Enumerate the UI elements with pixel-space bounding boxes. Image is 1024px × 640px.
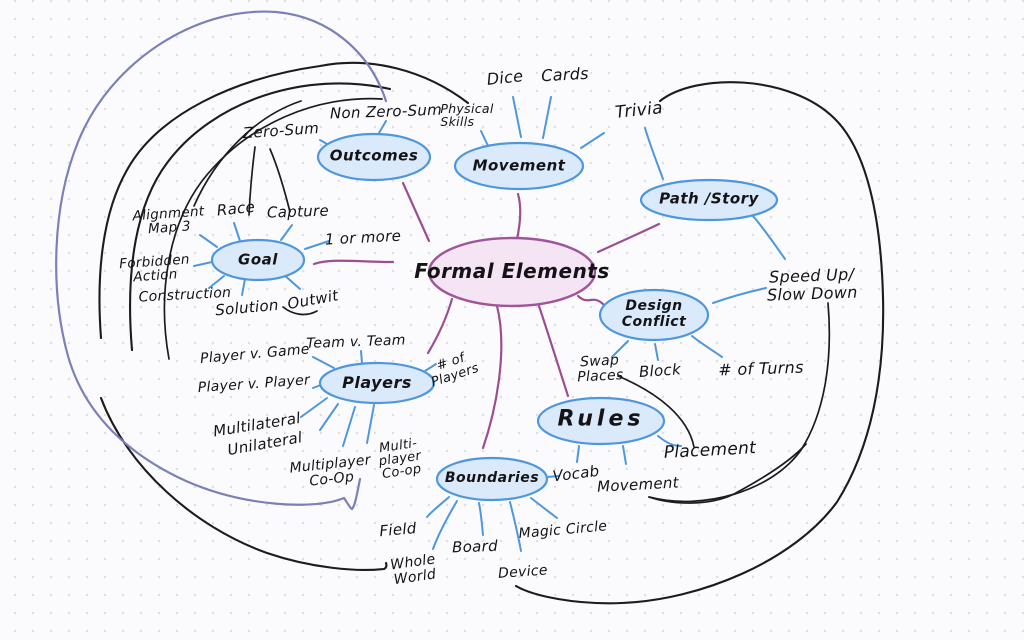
connector-outcomes-nonzerosum [378,120,387,134]
sketch-arc-topleft-1 [98,61,470,340]
connector-rules-vocab [576,445,580,463]
sketch-arc-topleft-2 [129,82,392,352]
slate-loop [55,10,388,506]
connector-center-outcomes [401,181,431,243]
outwit-underline [282,306,318,316]
node-ellipse-outcomes[interactable] [316,132,432,182]
leaf-forbidden-action: Forbidden Action [118,251,191,286]
leaf-whole-world: Whole World [389,551,438,588]
connector-rules-placement [657,435,682,447]
sketch-curve-under-rules [648,443,807,504]
node-ellipse-design-conflict[interactable] [598,288,710,342]
sketch-arc-topleft-3 [163,97,383,360]
connector-boundaries-field [426,496,450,518]
connector-rules-movement [622,445,627,465]
leaf-capture: Capture [266,201,330,222]
connector-goal-race [233,222,241,242]
leaf-block: Block [638,360,682,382]
node-ellipse-movement[interactable] [453,141,585,191]
leaf-field: Field [378,519,418,541]
connector-players-game [312,356,335,369]
zero-sum-capture-line [269,148,291,213]
node-ellipse-players[interactable] [318,361,436,405]
connector-design-speed [712,287,767,304]
connector-players-multilateral [300,397,328,418]
connector-design-swap [611,340,629,358]
connector-boundaries-vocab [546,475,560,478]
node-label-goal[interactable]: Goal [238,250,278,269]
connector-design-block [654,343,659,361]
connector-goal-construction [208,275,225,289]
node-ellipse-path-story[interactable] [639,178,779,222]
connector-boundaries-board [478,502,484,536]
leaf-board: Board [451,536,499,557]
node-label-formal-elements[interactable]: Formal Elements [414,258,610,283]
node-label-outcomes[interactable]: Outcomes [329,146,419,165]
node-ellipse-goal[interactable] [210,238,306,282]
connector-players-numplayers [424,363,437,372]
connector-players-multiplayercoop2 [366,404,375,444]
connector-center-goal [312,259,395,266]
connector-pathstory-speed [752,215,786,260]
connector-center-movement [515,192,522,241]
leaf-alignment-map: Alignment Map 3 [132,203,205,238]
leaf-cards: Cards [540,63,590,86]
connector-center-rules [537,304,570,398]
leaf-swap-places: Swap Places [576,352,624,386]
connector-goal-alignment [199,234,218,248]
connector-players-team [360,350,363,364]
node-label-movement[interactable]: Movement [472,156,566,175]
node-label-design-conflict[interactable]: Design Conflict [621,297,687,330]
leaf-num-turns: # of Turns [717,357,804,380]
connector-goal-solution [241,278,246,296]
leaf-dice: Dice [485,66,525,89]
connector-pathstory-trivia [644,127,664,180]
connector-players-multiplayercoop [342,406,356,447]
connector-goal-forbidden [193,261,213,267]
node-ellipse-rules[interactable] [536,396,666,446]
connector-players-unilateral [319,403,339,431]
connector-center-boundaries [481,304,503,450]
connector-design-turns [691,335,723,358]
node-label-path-story[interactable]: Path /Story [659,189,759,208]
connector-movement-cards [542,96,552,139]
connector-goal-capture [280,224,293,241]
connector-goal-oneormore [304,240,330,250]
node-ellipse-boundaries[interactable] [435,456,549,502]
connector-center-players [426,297,454,355]
connector-movement-dice [512,96,522,138]
zero-sum-race-line [248,146,256,216]
sketch-curve-right-of-rules [617,375,695,448]
slate-loop-hook [342,477,362,511]
leaf-multi-player-coop: Multi- player Co-op [377,436,423,483]
node-ellipse-formal-elements[interactable] [427,236,597,308]
sketch-loop-right [514,81,885,605]
leaf-physical-skills: Physical Skills [440,100,494,129]
node-label-boundaries[interactable]: Boundaries [444,470,540,487]
sketch-curve-bottomleft [99,396,388,571]
connector-movement-trivia [580,132,605,149]
connector-boundaries-device [509,501,522,552]
connector-boundaries-magiccircle [530,497,558,519]
node-label-rules[interactable]: Rules [557,406,645,432]
node-label-players[interactable]: Players [342,373,412,393]
leaf-speed-up-slow-down: Speed Up/ Slow Down [766,264,858,305]
connector-center-pathstory [596,222,661,254]
connector-boundaries-wholeworld [432,500,458,550]
sketch-arc-topleft-4 [193,100,302,207]
